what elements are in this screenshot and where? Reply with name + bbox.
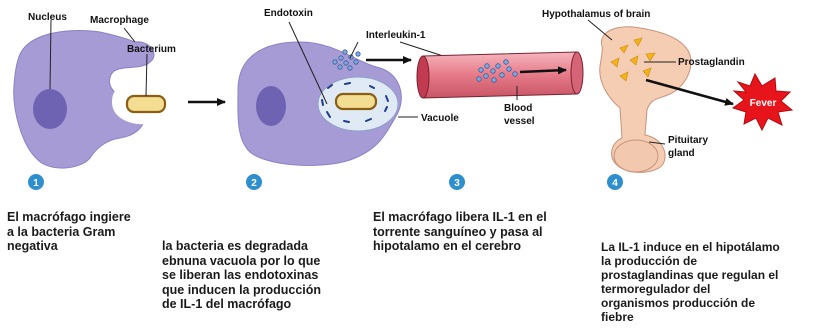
blood-label: Blood <box>504 103 532 114</box>
caption-line: se liberan las endotoxinas <box>162 268 319 282</box>
caption-line: la producción de <box>601 254 698 268</box>
prostaglandin-label: Prostaglandin <box>678 57 745 68</box>
step-badge-1: 1 <box>28 174 44 190</box>
caption-line: torrente sanguíneo y pasa al <box>373 224 543 239</box>
step-number-2: 2 <box>251 178 257 189</box>
fever-burst <box>731 72 794 132</box>
macrophage-cell-1 <box>13 30 176 169</box>
macrophage-pointer <box>123 27 136 43</box>
nucleus-pointer <box>49 19 52 90</box>
caption-line: de IL-1 del macrófago <box>162 297 292 311</box>
pituitary-gland <box>613 139 659 173</box>
interleukin-in-blood <box>476 59 518 83</box>
caption-line: negativa <box>7 239 58 253</box>
caption-line: prostaglandinas que regulan el <box>601 268 779 282</box>
bacterium-pointer <box>145 53 148 97</box>
pituitary-label: Pituitary <box>668 135 708 146</box>
caption-line: termoregulador del <box>601 282 711 296</box>
caption-line: fiebre <box>601 310 634 324</box>
macrophage-label: Macrophage <box>90 15 149 26</box>
arrow-in-vessel <box>519 66 567 75</box>
hypothalamus-pointer <box>587 19 613 41</box>
pituitary-pointer <box>648 141 666 145</box>
caption-line: la bacteria es degradada <box>162 239 308 253</box>
endotoxin-fragments <box>321 82 389 123</box>
step-number-1: 1 <box>33 178 39 189</box>
step-number-3: 3 <box>454 178 460 189</box>
bacterium-label: Bacterium <box>127 44 176 55</box>
caption-step-4: La IL-1 induce en el hipotálamo la produ… <box>601 240 780 324</box>
caption-line: hipotalamo en el cerebro <box>373 239 521 253</box>
caption-line: que inducen la producción <box>162 282 322 297</box>
step-number-4: 4 <box>612 178 618 189</box>
caption-line: El macrófago ingiere <box>7 210 131 224</box>
interleukin-pointer-a <box>349 41 359 59</box>
interleukin-label: Interleukin-1 <box>366 30 426 41</box>
caption-line: a la bacteria Gram <box>7 224 116 239</box>
gland-label: gland <box>668 148 695 159</box>
caption-step-3: El macrófago libera IL-1 en el torrente … <box>373 210 547 254</box>
hypothalamus <box>599 26 692 173</box>
endotoxin-label: Endotoxin <box>264 8 313 19</box>
nucleus-1 <box>33 89 67 129</box>
hypothalamus-label: Hypothalamus of brain <box>542 9 650 20</box>
caption-step-1: El macrófago ingiere a la bacteria Gram … <box>7 210 131 254</box>
step-badge-4: 4 <box>607 174 623 190</box>
caption-line: organismos producción de <box>601 296 756 310</box>
caption-line: La IL-1 induce en el hipotálamo <box>601 240 780 254</box>
vacuole-label: Vacuole <box>421 113 459 124</box>
caption-step-2: la bacteria es degradada ebnuna vacuola … <box>162 239 321 312</box>
arrow-to-fever <box>645 78 734 106</box>
interleukin-cluster-2 <box>332 49 361 71</box>
nucleus-2 <box>256 86 286 126</box>
step-badge-3: 3 <box>449 174 465 190</box>
vessel-label: vessel <box>504 116 535 127</box>
caption-line: El macrófago libera IL-1 en el <box>373 210 547 224</box>
caption-line: ebnuna vacuola por lo que <box>162 253 321 268</box>
prostaglandin-triangles <box>610 37 656 82</box>
nucleus-label: Nucleus <box>28 12 67 23</box>
fever-label: Fever <box>750 98 777 109</box>
bacterium-1 <box>125 94 167 114</box>
bacterium-2 <box>334 92 378 111</box>
step-badge-2: 2 <box>246 174 262 190</box>
endotoxin-pointer <box>288 21 328 105</box>
